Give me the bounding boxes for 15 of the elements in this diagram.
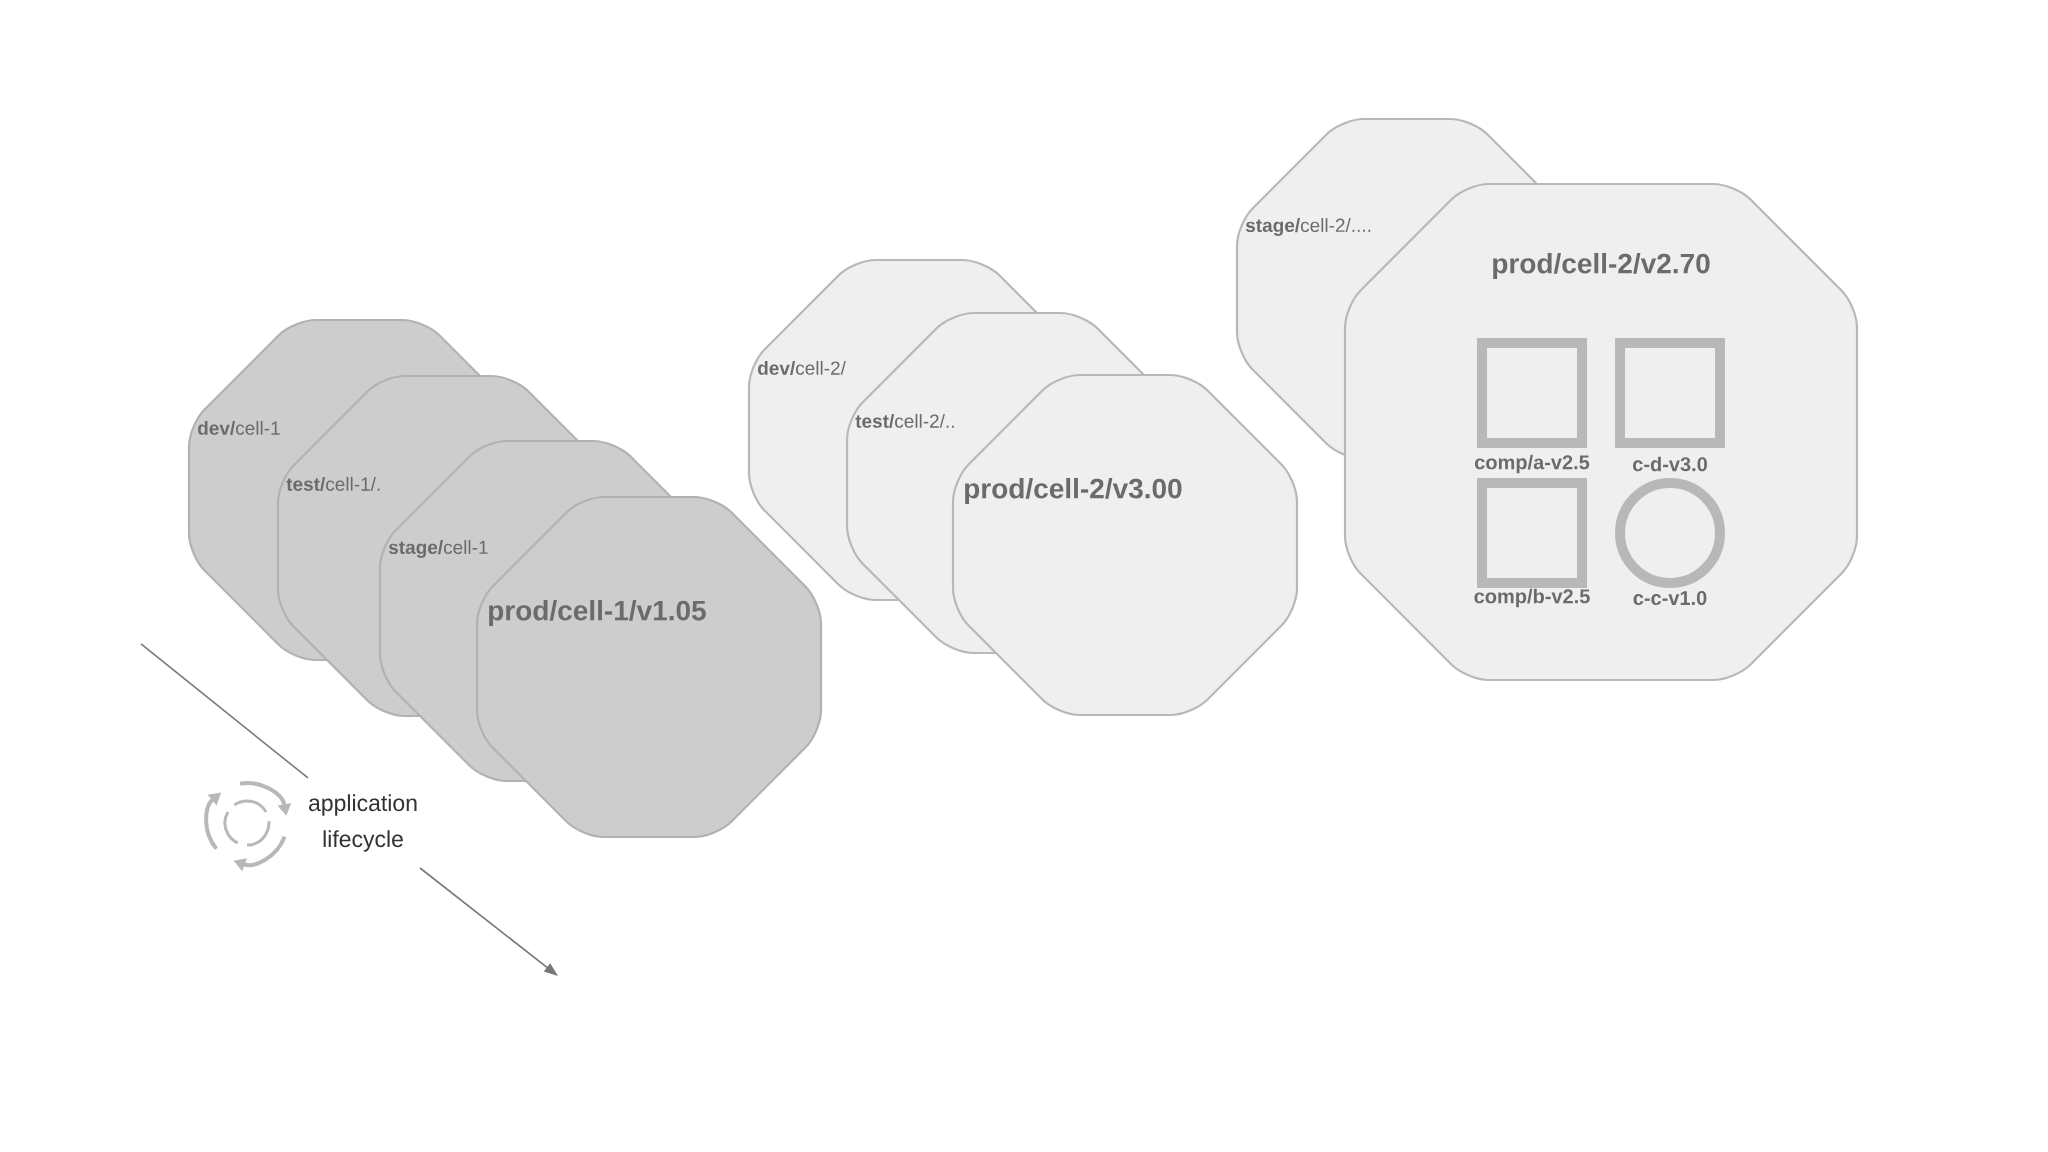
- component-square: comp/b-v2.5: [1474, 478, 1590, 608]
- cell-label: prod/cell-2/v3.00: [965, 477, 1182, 505]
- cell-label: dev/cell-2/: [758, 360, 846, 376]
- cell-label: stage/cell-1: [388, 540, 488, 558]
- component-square: c-d-v3.0: [1615, 338, 1725, 472]
- cell-label: prod/cell-1/v1.05: [489, 599, 706, 627]
- component-square: comp/a-v2.5: [1475, 338, 1590, 474]
- node-label: c-c-v1.0: [1633, 590, 1707, 606]
- cell-label: dev/cell-1: [198, 420, 280, 436]
- node-label: c-d-v3.0: [1633, 456, 1707, 472]
- cell-label: test/cell-2/..: [855, 413, 954, 429]
- cell-label: test/cell-1/.: [286, 476, 380, 492]
- node-label: comp/b-v2.5: [1474, 588, 1590, 608]
- caption-text: application lifecycle: [309, 794, 417, 852]
- node-label: comp/a-v2.5: [1475, 454, 1590, 474]
